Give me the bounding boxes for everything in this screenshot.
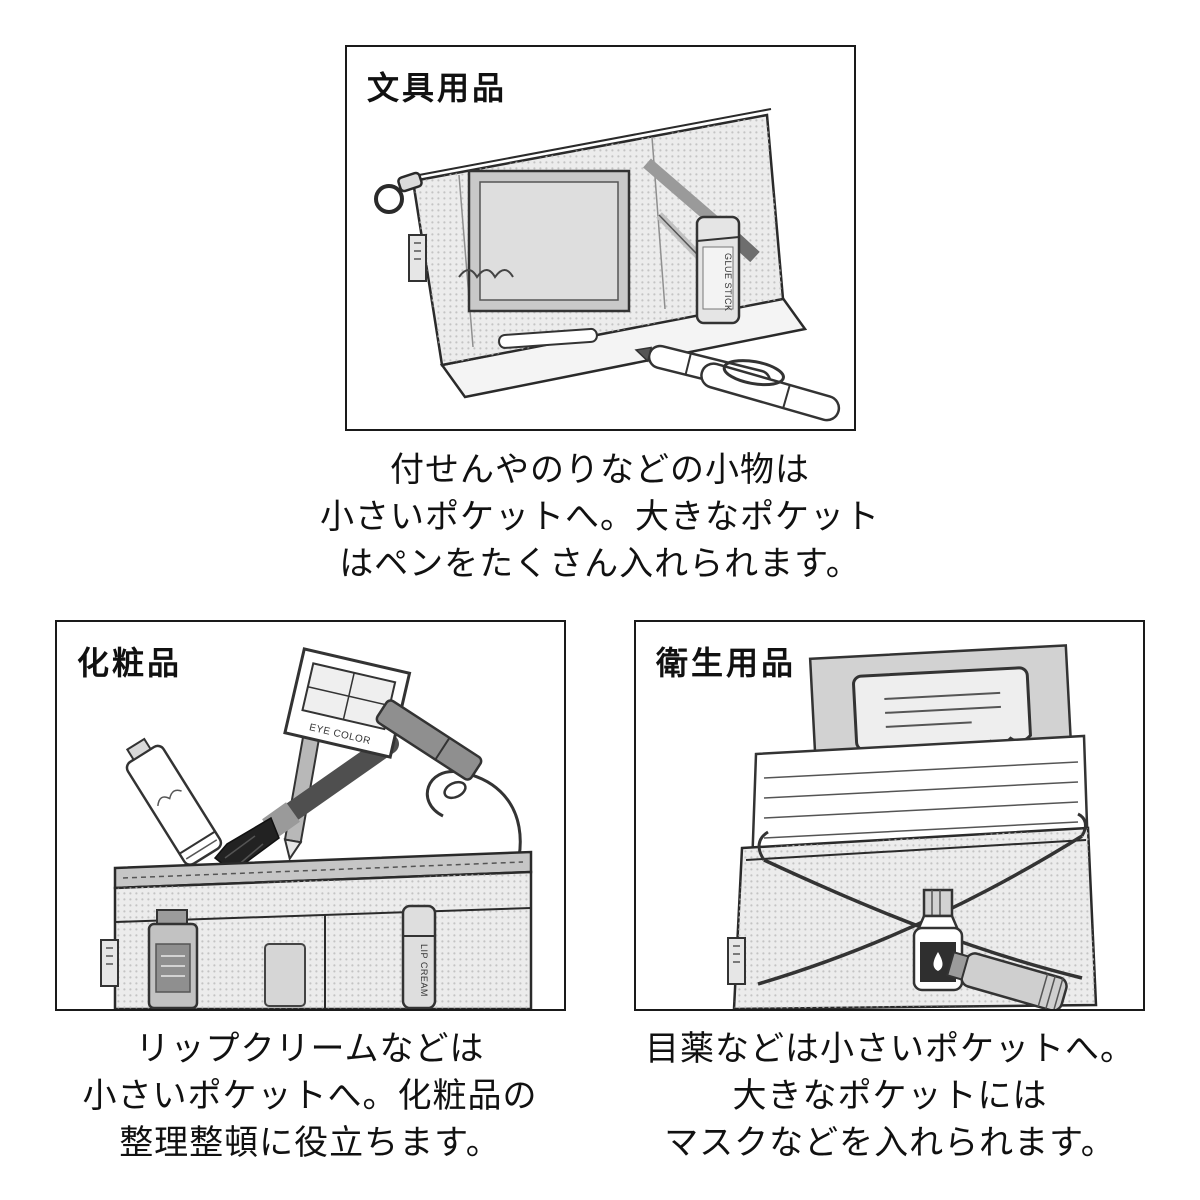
stationery-pouch-illustration: GLUE STICK bbox=[374, 108, 841, 422]
gray-marker bbox=[375, 699, 483, 781]
glue-stick-label: GLUE STICK bbox=[723, 253, 733, 312]
panel-cosmetics: 化粧品 bbox=[55, 620, 566, 1011]
panel-title-cosmetics: 化粧品 bbox=[77, 645, 183, 681]
glue-stick: GLUE STICK bbox=[695, 215, 741, 325]
panel-title-stationery: 文具用品 bbox=[367, 70, 508, 106]
eyeshadow-palette: EYE COLOR bbox=[283, 647, 412, 759]
panel-title-hygiene: 衛生用品 bbox=[656, 645, 797, 681]
lip-balm: LIP CREAM bbox=[401, 904, 437, 1009]
eye-drops-bottle bbox=[912, 888, 964, 992]
zipper-pull-icon bbox=[374, 171, 423, 214]
brand-tag bbox=[727, 937, 746, 985]
caption-line: 目薬などは小さいポケットへ。 bbox=[645, 1030, 1135, 1068]
caption-hygiene: 目薬などは小さいポケットへ。 大きなポケットには マスクなどを入れられます。 bbox=[610, 1026, 1170, 1167]
caption-line: リップクリームなどは bbox=[135, 1030, 485, 1068]
panel-stationery: 文具用品 bbox=[345, 45, 856, 431]
lip-balm-label: LIP CREAM bbox=[419, 944, 429, 997]
liquid-base-bottle bbox=[147, 909, 199, 1009]
hygiene-pouch-illustration bbox=[727, 644, 1098, 1009]
caption-line: 整理整頓に役立ちます。 bbox=[119, 1124, 501, 1162]
caption-line: 小さいポケットへ。化粧品の bbox=[82, 1077, 538, 1115]
caption-cosmetics: リップクリームなどは 小さいポケットへ。化粧品の 整理整頓に役立ちます。 bbox=[15, 1026, 605, 1167]
caption-line: マスクなどを入れられます。 bbox=[664, 1124, 1116, 1162]
brand-tag bbox=[408, 234, 427, 282]
caption-stationery: 付せんやのりなどの小物は 小さいポケットへ。大きなポケット はペンをたくさん入れ… bbox=[270, 447, 930, 588]
sticky-notes bbox=[467, 169, 631, 313]
cosmetic-tube bbox=[125, 737, 223, 866]
caption-line: 小さいポケットへ。大きなポケット bbox=[320, 498, 880, 536]
ointment-tube bbox=[946, 951, 1068, 1009]
small-jar bbox=[264, 943, 306, 1007]
cosmetics-pouch-illustration: EYE COLOR bbox=[100, 647, 533, 1009]
caption-line: 付せんやのりなどの小物は bbox=[390, 451, 810, 489]
pen-outside-2 bbox=[700, 359, 841, 422]
caption-line: はペンをたくさん入れられます。 bbox=[339, 545, 861, 583]
caption-line: 大きなポケットには bbox=[732, 1077, 1048, 1115]
brand-tag bbox=[100, 939, 119, 987]
wire-coil bbox=[458, 269, 514, 279]
panel-hygiene: 衛生用品 bbox=[634, 620, 1145, 1011]
small-pen-inside bbox=[498, 327, 598, 349]
makeup-brush bbox=[213, 734, 399, 873]
